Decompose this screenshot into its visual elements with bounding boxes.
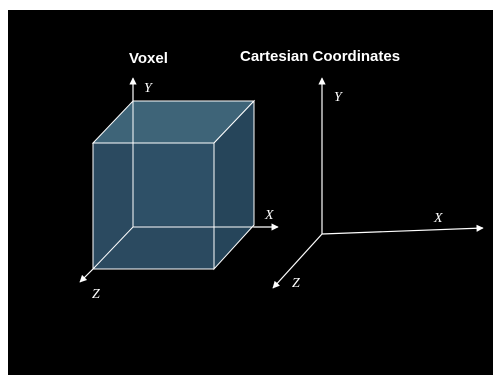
cartesian-x-label: X (433, 211, 443, 226)
cartesian-title: Cartesian Coordinates (240, 48, 401, 65)
cartesian-axes: Y X Z (272, 77, 484, 291)
cube-hidden-edge (92, 226, 134, 270)
voxel-y-label: Y (144, 81, 154, 96)
cartesian-x-axis (321, 224, 484, 235)
cartesian-z-axis (272, 233, 323, 289)
voxel-title: Voxel (129, 50, 168, 67)
voxel-cube (91, 99, 256, 271)
voxel-z-label: Z (92, 287, 100, 302)
voxel-x-label: X (264, 208, 274, 223)
cartesian-y-label: Y (334, 90, 344, 105)
voxel-z-axis (79, 268, 94, 283)
voxel-axes: Y X Z (79, 77, 279, 302)
cartesian-z-label: Z (292, 276, 300, 291)
